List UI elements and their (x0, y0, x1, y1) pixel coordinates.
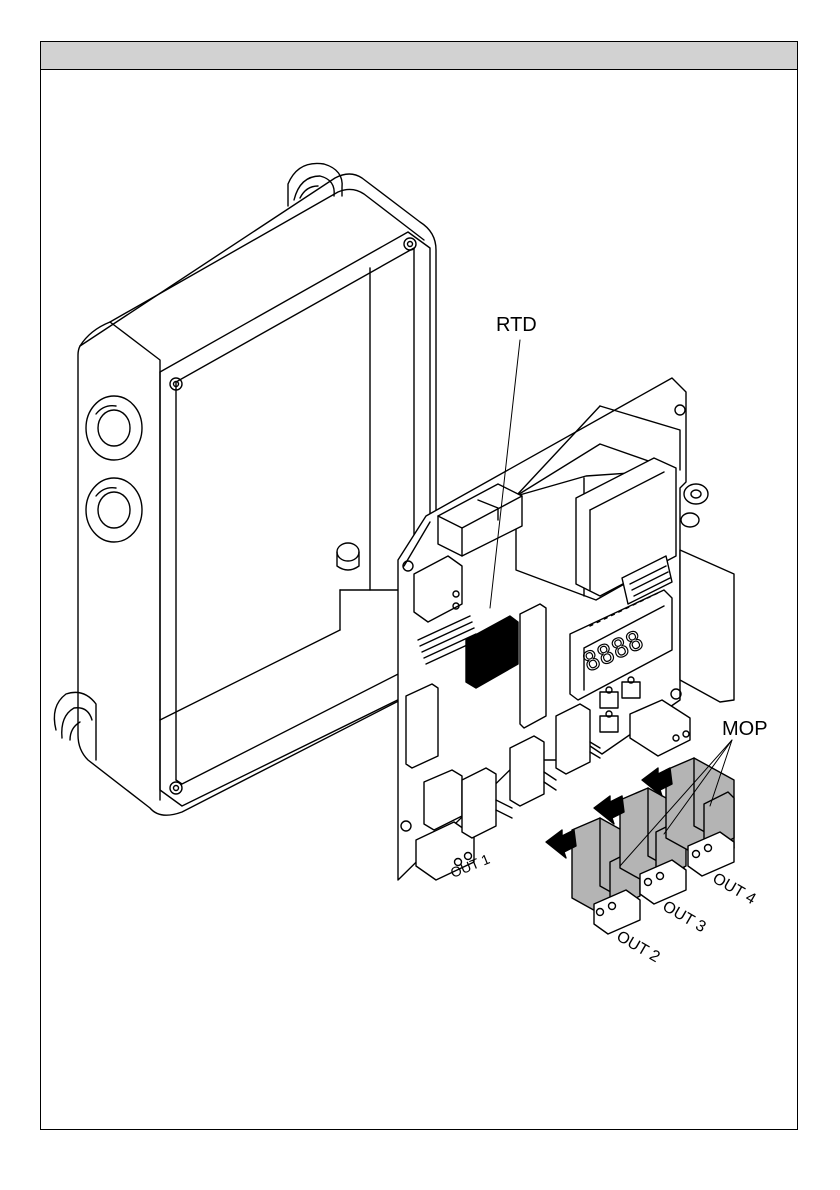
label-rtd: RTD (496, 314, 537, 337)
label-mop: MOP (722, 718, 768, 741)
enclosure-housing (54, 163, 436, 815)
